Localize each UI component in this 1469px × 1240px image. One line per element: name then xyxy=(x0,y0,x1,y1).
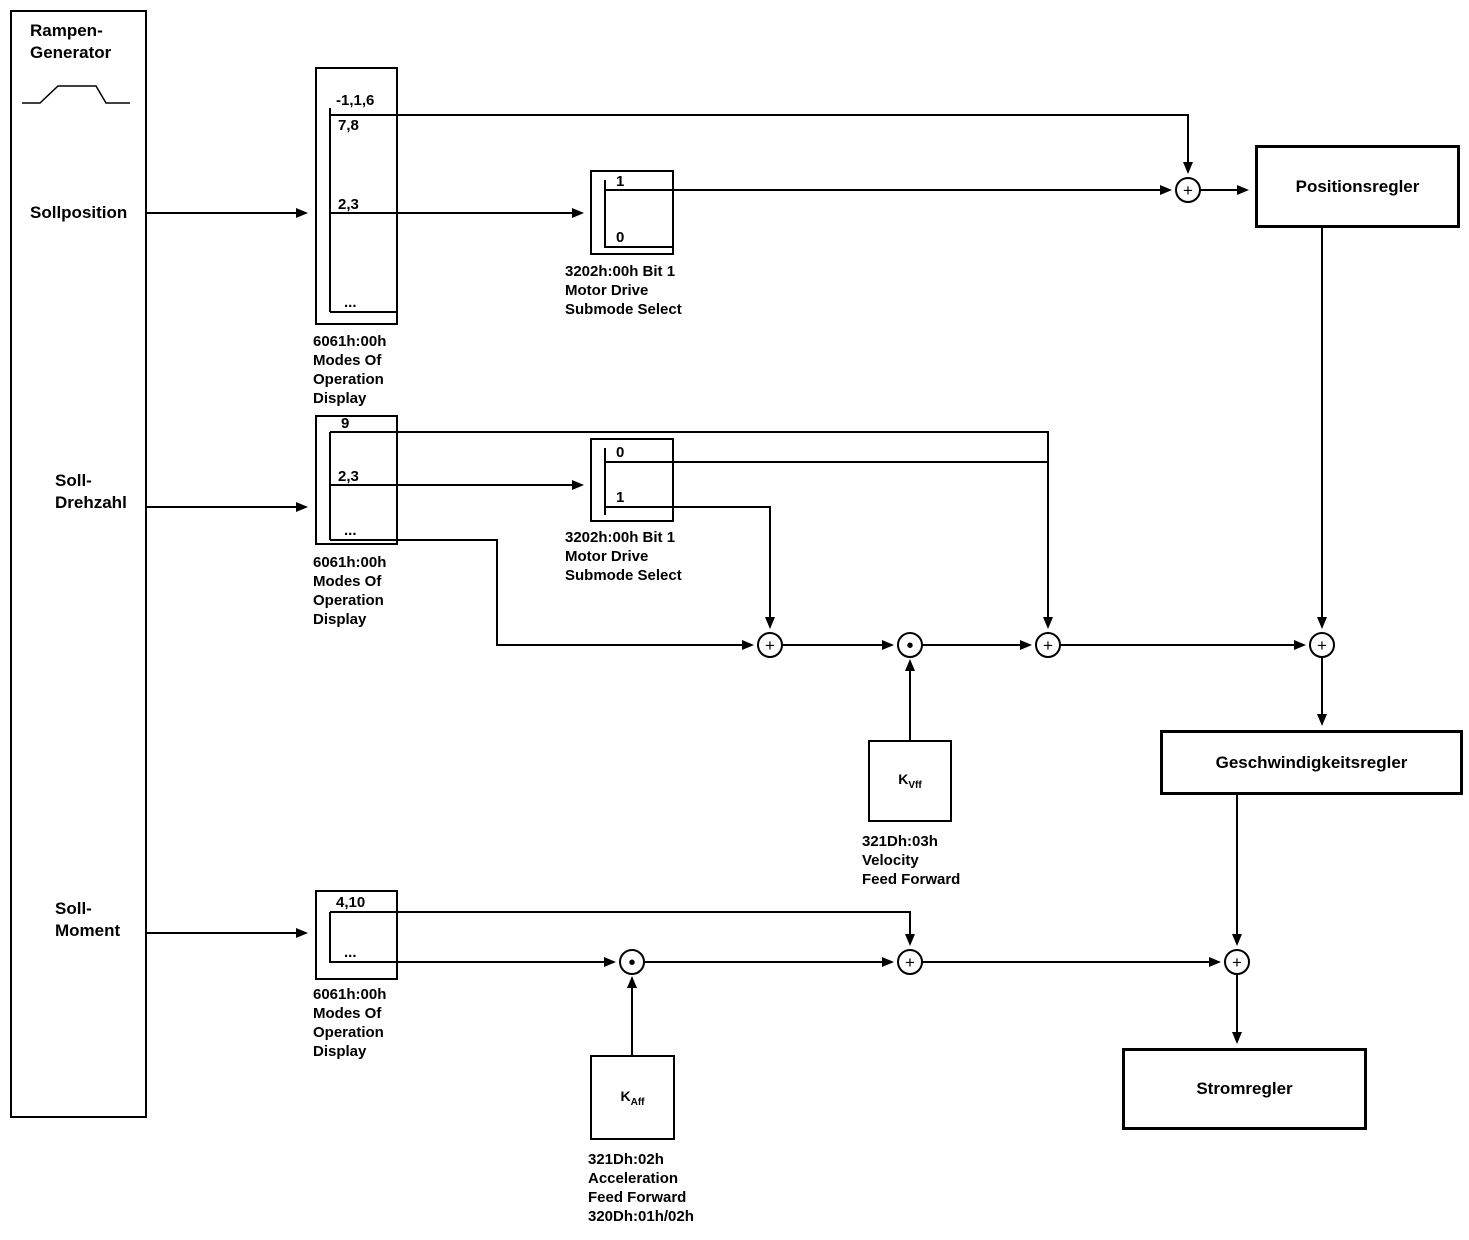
sum-node-torque xyxy=(897,949,923,975)
wire-mode-9-to-sum xyxy=(330,431,1053,629)
velocity-controller-box: Geschwindigkeitsregler xyxy=(1160,730,1463,795)
sum-node-before-velocity-controller-symbol: + xyxy=(1317,636,1327,655)
mux-velocity-box xyxy=(315,415,398,545)
wire-mode-78-to-position-sum xyxy=(330,114,1193,174)
switch-velocity-bottom-value: 1 xyxy=(616,489,625,506)
mult-node-velocity-symbol: • xyxy=(906,635,913,657)
mux-torque-value-2: ... xyxy=(344,944,357,961)
sum-node-torque-symbol: + xyxy=(905,953,915,972)
position-controller-label: Positionsregler xyxy=(1295,176,1420,196)
label-acceleration-feed-forward: 321Dh:02h Acceleration Feed Forward 320D… xyxy=(588,1151,694,1225)
mux-position-value-2: 7,8 xyxy=(338,117,359,134)
label-modes-of-operation-torque: 6061h:00h Modes Of Operation Display xyxy=(313,986,387,1060)
label-modes-of-operation-velocity: 6061h:00h Modes Of Operation Display xyxy=(313,554,387,628)
mux-position-box xyxy=(315,67,398,325)
kaff-gain-box: KAff xyxy=(590,1055,675,1140)
label-velocity-feed-forward: 321Dh:03h Velocity Feed Forward xyxy=(862,833,961,888)
ramp-generator-title: Rampen- Generator xyxy=(30,21,112,62)
mux-position-value-3: 2,3 xyxy=(338,196,359,213)
mult-node-torque xyxy=(619,949,645,975)
mux-position-value-4: ... xyxy=(344,294,357,311)
input-label-sollposition: Sollposition xyxy=(30,203,128,222)
sum-node-velocity-left xyxy=(757,632,783,658)
ramp-generator-box xyxy=(10,10,147,1118)
label-submode-select-velocity: 3202h:00h Bit 1 Motor Drive Submode Sele… xyxy=(565,529,682,584)
sum-node-velocity-right xyxy=(1035,632,1061,658)
ramp-profile-icon xyxy=(22,85,130,104)
label-modes-of-operation-position: 6061h:00h Modes Of Operation Display xyxy=(313,333,387,407)
mux-velocity-value-1: 9 xyxy=(341,415,350,432)
sum-node-before-velocity-controller xyxy=(1309,632,1335,658)
input-label-soll-drehzahl: Soll- Drehzahl xyxy=(55,471,127,512)
position-controller-box: Positionsregler xyxy=(1255,145,1460,228)
switch-position-top-value: 1 xyxy=(616,173,625,190)
kvff-label: KVff xyxy=(898,771,922,791)
switch-velocity-top-value: 0 xyxy=(616,444,625,461)
kvff-gain-box: KVff xyxy=(868,740,952,822)
sum-node-position xyxy=(1175,177,1201,203)
mux-velocity-value-2: 2,3 xyxy=(338,468,359,485)
sum-node-velocity-left-symbol: + xyxy=(765,636,775,655)
velocity-controller-label: Geschwindigkeitsregler xyxy=(1215,752,1408,772)
mux-torque-value-1: 4,10 xyxy=(336,894,366,911)
mult-node-velocity xyxy=(897,632,923,658)
wire-switch2-one-out xyxy=(605,506,775,629)
kaff-label: KAff xyxy=(620,1087,645,1108)
switch-position-bottom-value: 0 xyxy=(616,229,625,246)
mult-node-torque-symbol: • xyxy=(628,952,635,974)
mux-torque-box xyxy=(315,890,398,980)
current-controller-label: Stromregler xyxy=(1196,1079,1293,1098)
current-controller-box: Stromregler xyxy=(1122,1048,1367,1130)
sum-node-before-current-controller-symbol: + xyxy=(1232,953,1242,972)
sum-node-before-current-controller xyxy=(1224,949,1250,975)
mux-position-value-1: -1,1,6 xyxy=(336,92,375,109)
sum-node-position-symbol: + xyxy=(1183,181,1193,200)
wire-velocity-dots-route xyxy=(330,539,754,650)
wire-mode-410-to-sum xyxy=(330,911,915,946)
input-label-soll-moment: Soll- Moment xyxy=(55,899,121,940)
sum-node-velocity-right-symbol: + xyxy=(1043,636,1053,655)
label-submode-select-position: 3202h:00h Bit 1 Motor Drive Submode Sele… xyxy=(565,263,682,318)
mux-velocity-value-3: ... xyxy=(344,522,357,539)
